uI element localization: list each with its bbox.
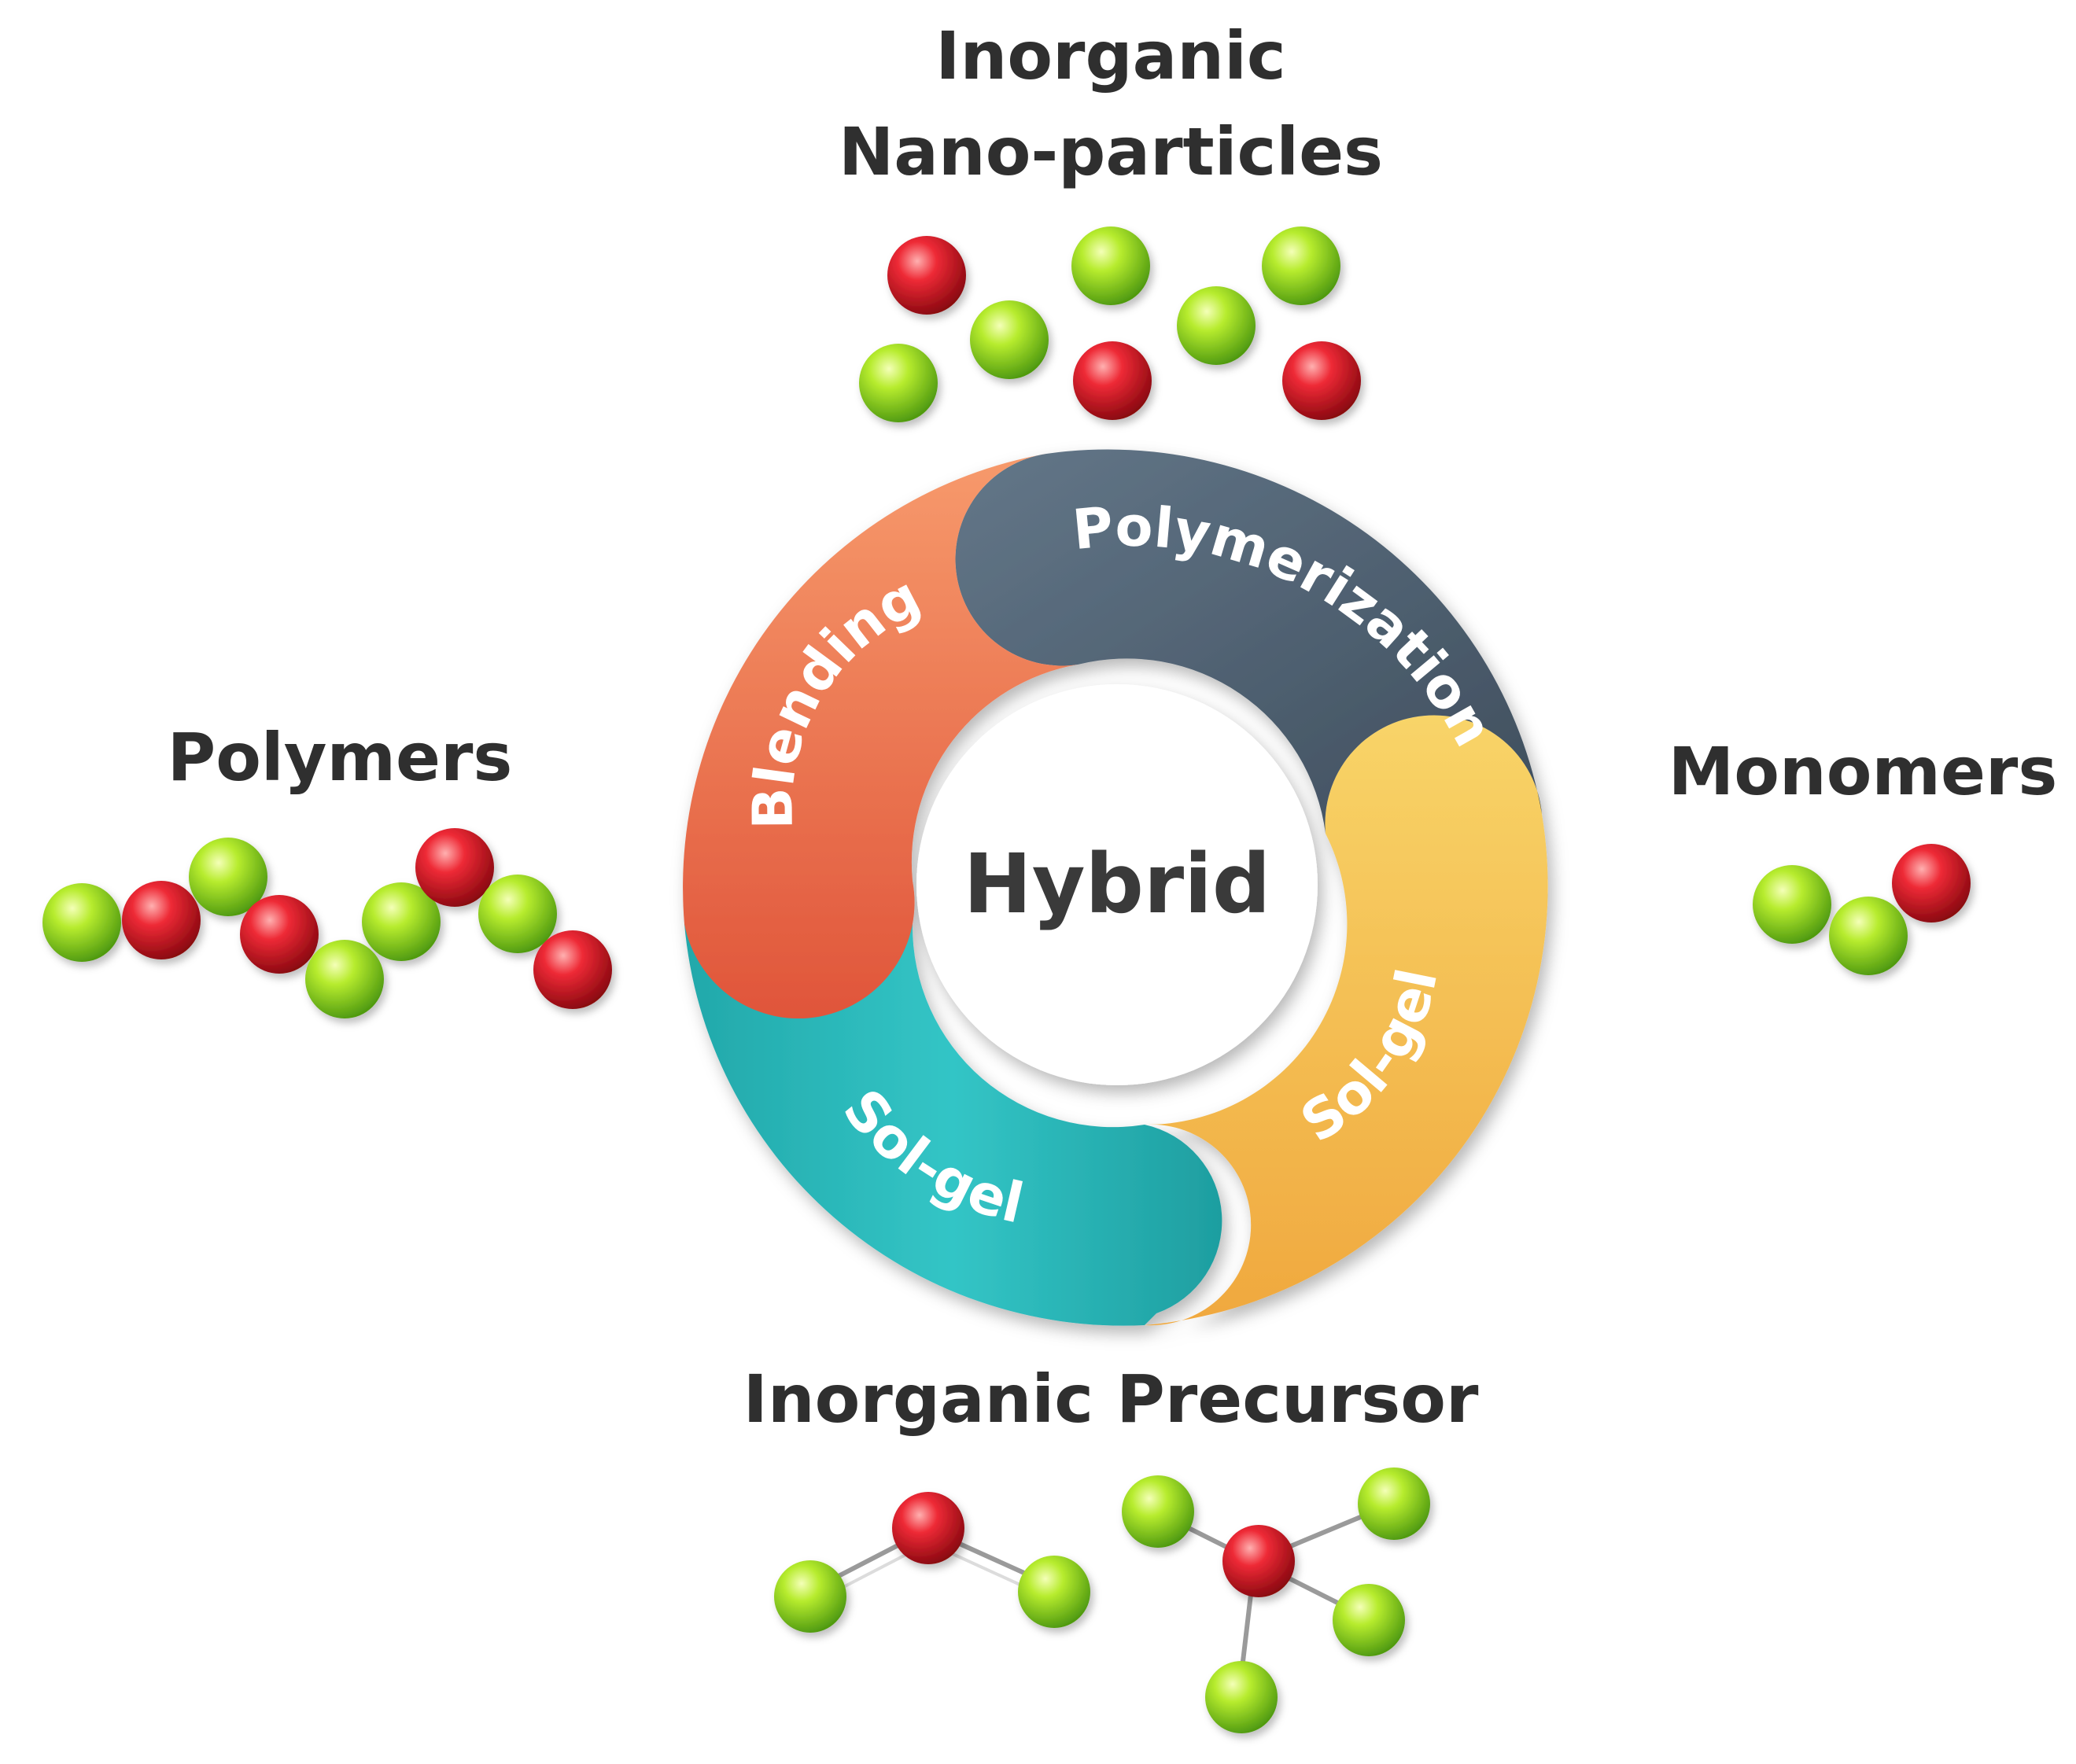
green-particle [189, 838, 267, 916]
nano-particles-cluster [859, 226, 1361, 422]
green-particle [774, 1560, 846, 1633]
red-particle [1073, 341, 1152, 420]
red-particle [533, 930, 612, 1009]
red-particle [1892, 844, 1971, 923]
hybrid-ring [683, 449, 1548, 1326]
title-top-line2: Nano-particles [839, 113, 1383, 190]
green-particle [1177, 286, 1256, 365]
label-polymers: Polymers [168, 719, 513, 796]
precursor-molecule-bent [774, 1492, 1090, 1633]
green-particle [1205, 1661, 1278, 1733]
red-particle [1222, 1525, 1295, 1597]
green-particle [1753, 865, 1831, 944]
green-particle [1262, 226, 1340, 305]
center-label-hybrid: Hybrid [964, 836, 1271, 932]
green-particle [1358, 1468, 1430, 1540]
green-particle [42, 883, 121, 962]
green-particle [362, 882, 441, 961]
green-particle [478, 875, 557, 953]
ring-center [916, 684, 1318, 1085]
ring-segment-blending [683, 454, 1078, 1019]
ring-segment-sol-gel-teal [684, 924, 1222, 1326]
green-particle [1333, 1584, 1405, 1656]
precursor-molecule-tetrahedral [1122, 1468, 1430, 1733]
ring-segment-polymerization [955, 449, 1542, 834]
polymer-chain [42, 828, 612, 1018]
label-inorganic-precursor: Inorganic Precursor [743, 1361, 1479, 1438]
green-particle [1829, 897, 1908, 975]
red-particle [240, 895, 319, 974]
monomer-group [1753, 844, 1971, 975]
green-particle [1122, 1475, 1194, 1548]
red-particle [122, 881, 201, 959]
green-particle [970, 300, 1049, 379]
red-particle [887, 236, 966, 315]
title-top-line1: Inorganic [935, 17, 1285, 94]
red-particle [892, 1492, 964, 1564]
red-particle [1282, 341, 1361, 420]
ring-segment-sol-gel-yellow [1145, 715, 1548, 1326]
label-monomers: Monomers [1669, 733, 2058, 810]
green-particle [1071, 226, 1150, 305]
green-particle [859, 344, 938, 422]
red-particle [415, 828, 494, 907]
green-particle [305, 940, 384, 1018]
green-particle [1018, 1556, 1090, 1628]
